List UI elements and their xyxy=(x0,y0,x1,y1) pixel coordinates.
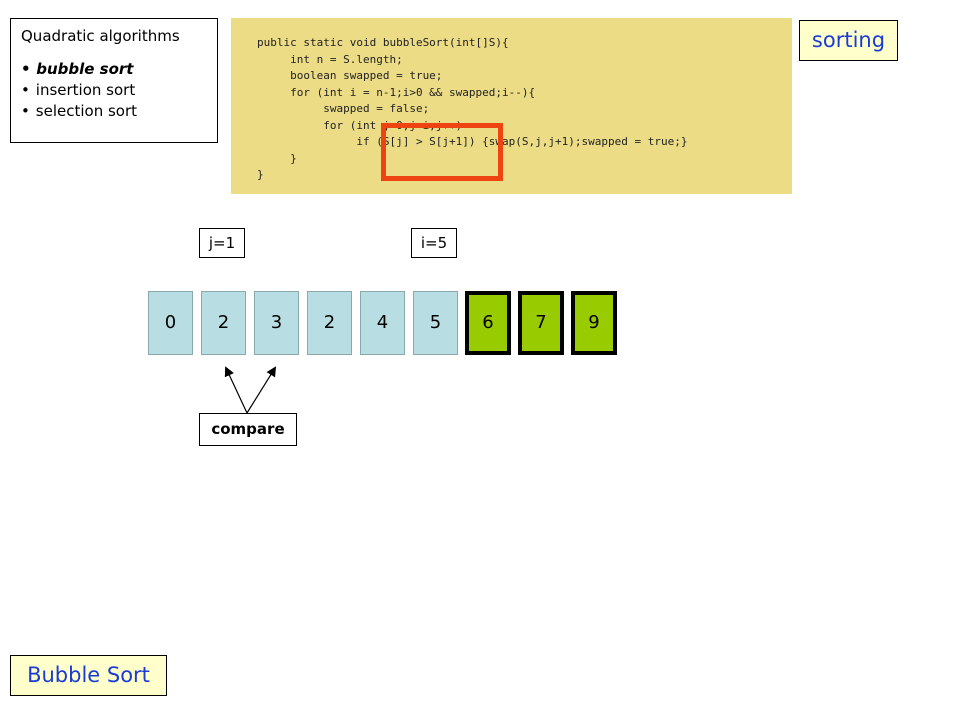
array-cell: 2 xyxy=(201,291,246,355)
array-cell: 0 xyxy=(148,291,193,355)
algorithm-item-label: selection sort xyxy=(35,102,138,120)
array-cell-sorted: 7 xyxy=(518,291,564,355)
algorithm-item-label: insertion sort xyxy=(35,81,136,99)
code-line: } xyxy=(257,168,264,181)
i-index-label: i=5 xyxy=(411,228,457,258)
page-title: Bubble Sort xyxy=(10,655,167,696)
code-line: swapped = false; xyxy=(257,102,430,115)
bullet-icon: • xyxy=(21,102,30,120)
j-index-label: j=1 xyxy=(199,228,245,258)
code-line: for (int i = n-1;i>0 && swapped;i--){ xyxy=(257,85,536,99)
code-line: int n = S.length; xyxy=(257,52,403,66)
algorithm-item-selection-sort: • selection sort xyxy=(21,101,217,122)
array-cell: 4 xyxy=(360,291,405,355)
code-block: public static void bubbleSort(int[]S){ i… xyxy=(257,35,687,184)
bullet-icon: • xyxy=(21,81,30,99)
algorithm-item-bubble-sort: • bubble sort xyxy=(21,59,217,80)
array-cell: 5 xyxy=(413,291,458,355)
arrow-right-icon xyxy=(246,366,277,414)
code-line: } xyxy=(257,151,297,165)
algorithms-panel: Quadratic algorithms • bubble sort • ins… xyxy=(10,18,218,143)
array-cell: 2 xyxy=(307,291,352,355)
code-line: public static void bubbleSort(int[]S){ xyxy=(257,36,509,49)
array-cell-sorted: 6 xyxy=(465,291,511,355)
algorithms-list: • bubble sort • insertion sort • selecti… xyxy=(21,59,217,122)
bullet-icon: • xyxy=(21,60,31,78)
algorithm-item-label: bubble sort xyxy=(36,60,134,78)
arrow-left-icon xyxy=(224,366,248,414)
array-cell-sorted: 9 xyxy=(571,291,617,355)
code-line: boolean swapped = true; xyxy=(257,69,443,82)
comparison-highlight xyxy=(381,123,503,181)
code-panel: public static void bubbleSort(int[]S){ i… xyxy=(231,18,792,194)
compare-label: compare xyxy=(199,413,297,446)
algorithms-title: Quadratic algorithms xyxy=(21,27,180,45)
topic-label: sorting xyxy=(799,20,898,61)
array-cell: 3 xyxy=(254,291,299,355)
algorithm-item-insertion-sort: • insertion sort xyxy=(21,80,217,101)
